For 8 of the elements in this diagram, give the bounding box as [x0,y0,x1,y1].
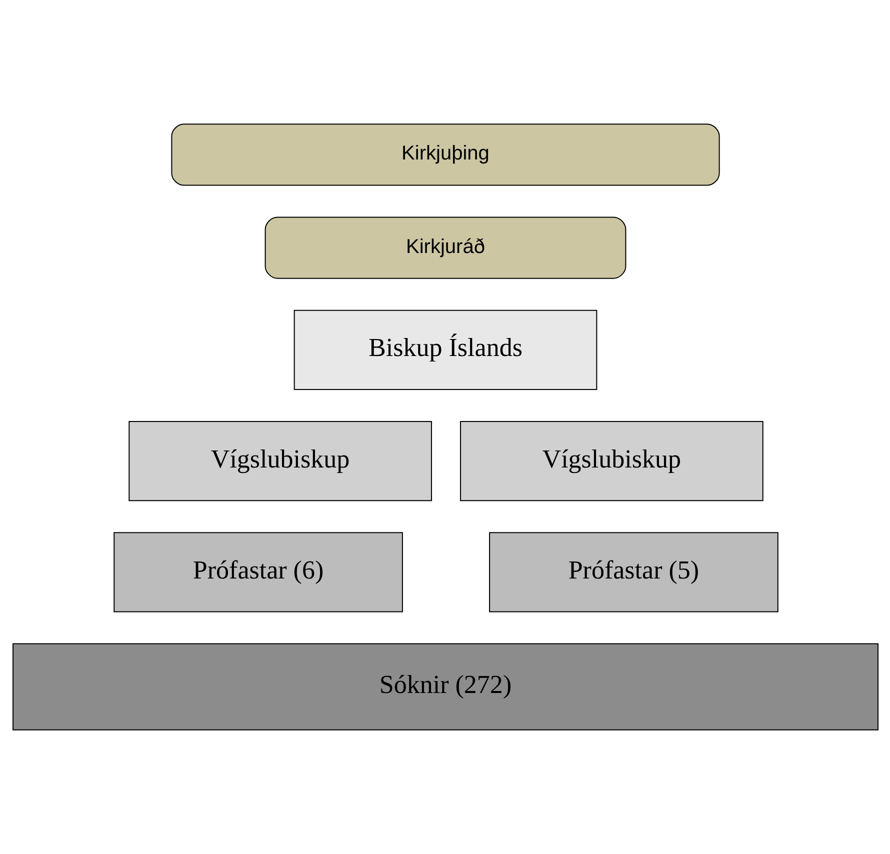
node-box: Biskup Íslands [293,310,597,390]
node-box: Prófastar (5) [488,532,778,612]
node-box: Prófastar (6) [113,532,402,612]
node-box: Sóknir (272) [12,643,878,730]
node-box: Kirkjuráð [264,216,626,279]
node-box: Kirkjuþing [170,124,720,186]
node-box: Vígslubiskup [128,421,432,502]
node-box: Vígslubiskup [460,421,763,502]
